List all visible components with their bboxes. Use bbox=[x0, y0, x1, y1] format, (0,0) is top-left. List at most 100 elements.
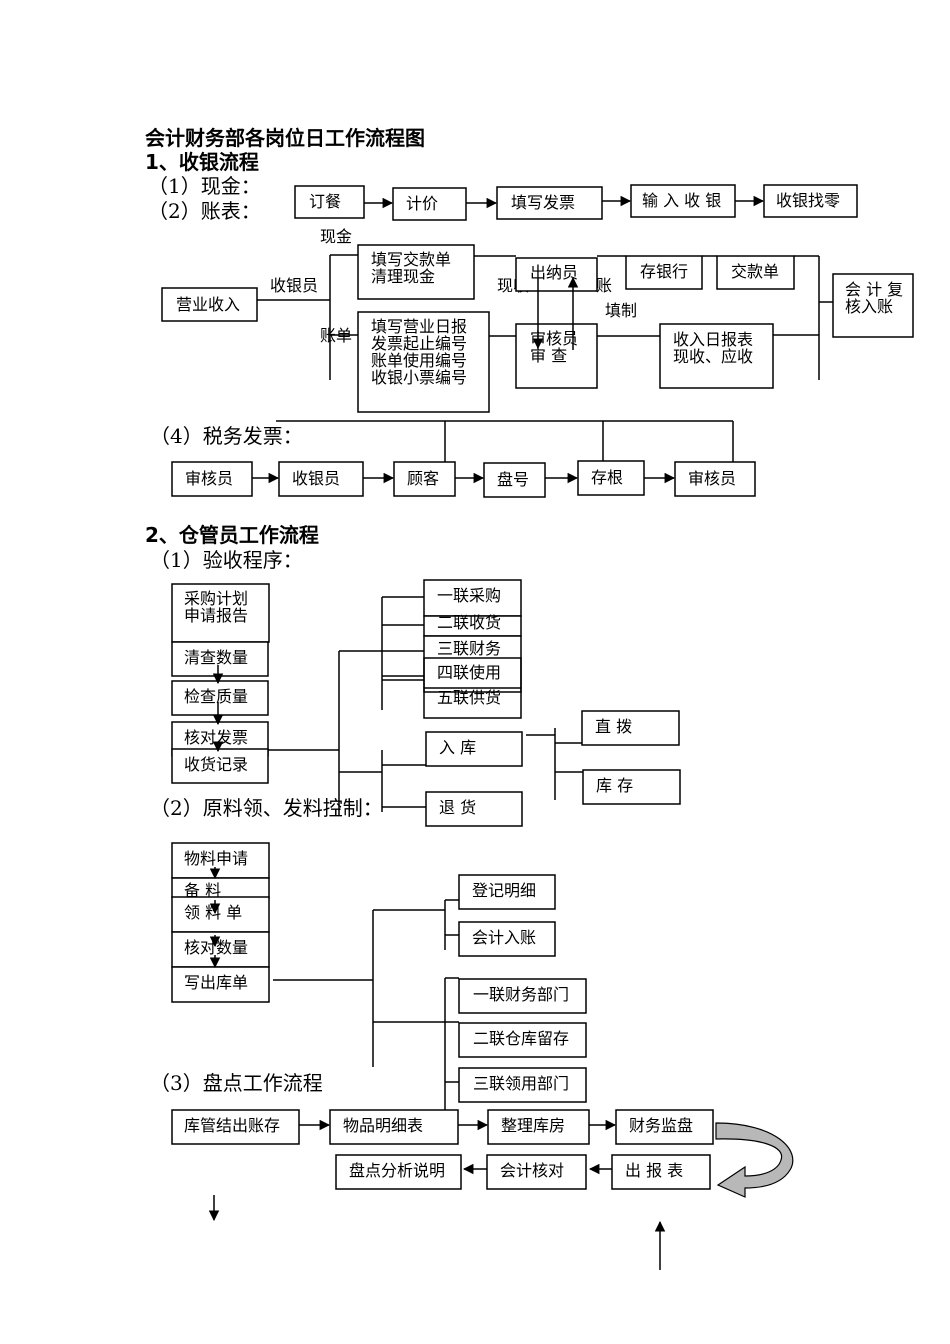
inv-step-label: 盘点分析说明 bbox=[349, 1161, 445, 1180]
inv-step-box bbox=[486, 1154, 587, 1190]
tax-invoice-flow: （4）税务发票： 审核员 收银员 顾客 盘号 存根 审核员 bbox=[150, 420, 756, 498]
step-box bbox=[496, 186, 603, 220]
cash-box bbox=[357, 244, 475, 300]
tianzhi-tag: 填制 bbox=[605, 301, 637, 320]
tax-step-label: 存根 bbox=[591, 468, 623, 487]
inv-step-box bbox=[487, 1109, 590, 1145]
dept-copy-label: 一联财务部门 bbox=[473, 985, 569, 1004]
payslip-label: 交款单 bbox=[731, 262, 779, 281]
material-step-label: 备 料 bbox=[184, 881, 221, 900]
inv-step-label: 整理库房 bbox=[501, 1116, 565, 1135]
section1-heading: 1、收银流程 bbox=[145, 150, 259, 174]
curved-arrow-icon bbox=[715, 1122, 794, 1198]
step-label: 订餐 bbox=[309, 192, 341, 211]
step-box bbox=[630, 184, 736, 218]
copy-label: 二联收货 bbox=[437, 613, 501, 632]
daily-report-line: 现收、应收 bbox=[673, 347, 753, 366]
bill-box-line: 账单使用编号 bbox=[371, 351, 467, 370]
material-label: （2）原料领、发料控制： bbox=[150, 796, 383, 820]
accept-label: （1）验收程序： bbox=[150, 548, 303, 572]
auditor-box bbox=[515, 323, 598, 389]
inv-step-label: 财务监盘 bbox=[629, 1116, 693, 1135]
inv-step-label: 出 报 表 bbox=[625, 1161, 683, 1180]
acct-entry-label: 会计入账 bbox=[472, 928, 536, 947]
acceptance-flow: 采购计划 申请报告 清查数量 检查质量 核对发票 收货记录 一联采购 二联收货 … bbox=[171, 579, 681, 827]
dept-copy-box bbox=[458, 978, 587, 1014]
dept-copy-label: 二联仓库留存 bbox=[473, 1029, 569, 1048]
teller-label: 出纳员 bbox=[530, 263, 578, 282]
copy-label: 五联供货 bbox=[437, 688, 501, 707]
inv-step-box bbox=[615, 1109, 714, 1145]
cash-label: （1）现金： bbox=[148, 174, 261, 198]
material-flow: 物料申请 备 料 领 料 单 核对数量 写出库单 登记明细 会计入账 一联财务部… bbox=[171, 842, 587, 1110]
acct-entry-box bbox=[458, 921, 556, 957]
material-step-label: 领 料 单 bbox=[184, 903, 242, 922]
inv-step-box bbox=[335, 1154, 462, 1190]
step-label: 计价 bbox=[406, 194, 438, 213]
stock-label: 库 存 bbox=[596, 776, 633, 795]
accept-step-label: 核对发票 bbox=[184, 728, 248, 747]
accept-step-box bbox=[171, 583, 270, 643]
accept-step-label: 收货记录 bbox=[184, 755, 248, 774]
tax-label: （4）税务发票： bbox=[150, 424, 303, 448]
bank-label: 存银行 bbox=[640, 262, 688, 281]
stock-box bbox=[582, 769, 681, 805]
daily-report-box bbox=[659, 323, 774, 389]
accept-step-box bbox=[171, 641, 269, 677]
step-label: 收银找零 bbox=[776, 191, 840, 210]
bill-box-line: 发票起止编号 bbox=[371, 334, 467, 353]
accounting-line: 会 计 复 bbox=[845, 280, 903, 299]
accept-step-label: 检查质量 bbox=[184, 687, 248, 706]
accept-step-box bbox=[171, 748, 269, 784]
accept-step-line: 申请报告 bbox=[184, 606, 248, 625]
teller-box bbox=[515, 257, 598, 292]
inv-step-box bbox=[171, 1109, 300, 1145]
revenue-flow: 现金 营业收入 收银员 账单 填写交款单 清理现金 填写营业日报 发票起止编号 … bbox=[161, 227, 914, 413]
direct-label: 直 拨 bbox=[595, 717, 632, 736]
bill-tag: 账单 bbox=[320, 326, 352, 345]
tax-step-box bbox=[577, 460, 645, 496]
page-title: 会计财务部各岗位日工作流程图 bbox=[145, 126, 425, 150]
tax-step-box bbox=[674, 461, 756, 497]
dept-copy-label: 三联领用部门 bbox=[473, 1074, 569, 1093]
tax-step-box bbox=[393, 461, 456, 497]
direct-box bbox=[581, 710, 680, 746]
inv-step-box bbox=[329, 1109, 459, 1145]
tax-step-label: 收银员 bbox=[292, 469, 340, 488]
return-box bbox=[425, 791, 523, 827]
inventory-label: （3）盘点工作流程 bbox=[150, 1071, 323, 1095]
material-step-box bbox=[171, 842, 270, 879]
register-box bbox=[458, 874, 556, 910]
bill-label: （2）账表： bbox=[148, 199, 261, 223]
daily-report-line: 收入日报表 bbox=[673, 330, 753, 349]
tax-step-label: 顾客 bbox=[407, 469, 439, 488]
material-step-label: 核对数量 bbox=[184, 938, 248, 957]
tax-step-label: 审核员 bbox=[185, 469, 233, 488]
inventory-flow: 库管结出账存 物品明细表 整理库房 财务监盘 出 报 表 会计核对 盘点分析说明 bbox=[171, 1109, 794, 1270]
accept-step-label: 清查数量 bbox=[184, 648, 248, 667]
inv-step-label: 库管结出账存 bbox=[184, 1116, 280, 1135]
cash-flow-row: 订餐 计价 填写发票 输 入 收 银 收银找零 bbox=[294, 184, 858, 221]
cash-box-line: 填写交款单 bbox=[371, 250, 451, 269]
tax-step-box bbox=[171, 461, 253, 497]
revenue-label: 营业收入 bbox=[176, 295, 240, 314]
bill-box bbox=[357, 311, 490, 413]
step-box bbox=[392, 187, 467, 221]
dept-copy-box bbox=[458, 1067, 587, 1103]
cash-box-line: 清理现金 bbox=[371, 267, 435, 286]
tax-step-box bbox=[278, 461, 364, 497]
copy-label: 一联采购 bbox=[437, 586, 501, 605]
register-label: 登记明细 bbox=[472, 881, 536, 900]
bank-box bbox=[625, 255, 703, 290]
dept-copy-box bbox=[458, 1022, 587, 1058]
cashier-tag: 收银员 bbox=[270, 276, 318, 295]
accept-step-line: 采购计划 bbox=[184, 589, 248, 608]
inv-step-label: 物品明细表 bbox=[343, 1116, 423, 1135]
in-store-label: 入 库 bbox=[439, 738, 476, 757]
inv-step-label: 会计核对 bbox=[500, 1161, 564, 1180]
bill-box-line: 收银小票编号 bbox=[371, 368, 467, 387]
accounting-box bbox=[832, 273, 914, 338]
step-label: 填写发票 bbox=[511, 193, 575, 212]
zhang-tag: 账 bbox=[596, 276, 612, 295]
